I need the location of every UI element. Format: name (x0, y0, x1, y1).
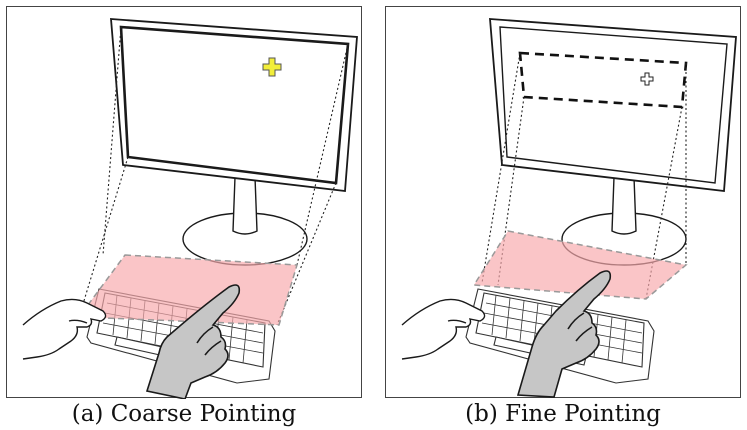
monitor-icon (489, 18, 737, 266)
pointing-hand-icon (516, 270, 612, 398)
fine-pointing-illustration (401, 18, 737, 398)
caption-fine-pointing: (b) Fine Pointing (465, 401, 661, 427)
touch-region (77, 254, 298, 326)
touch-region (472, 230, 688, 300)
coarse-pointing-illustration (22, 18, 358, 399)
panel-coarse-pointing (6, 6, 362, 399)
crosshair-cursor-icon (262, 57, 282, 77)
crosshair-cursor-icon (640, 72, 654, 86)
caption-coarse-pointing: (a) Coarse Pointing (71, 401, 297, 427)
projection-lines (78, 26, 349, 326)
left-hand-icon (22, 298, 107, 360)
panel-fine-pointing (385, 6, 741, 398)
monitor-icon (110, 18, 358, 266)
pointing-hand-icon (145, 284, 241, 399)
left-hand-icon (401, 298, 486, 360)
